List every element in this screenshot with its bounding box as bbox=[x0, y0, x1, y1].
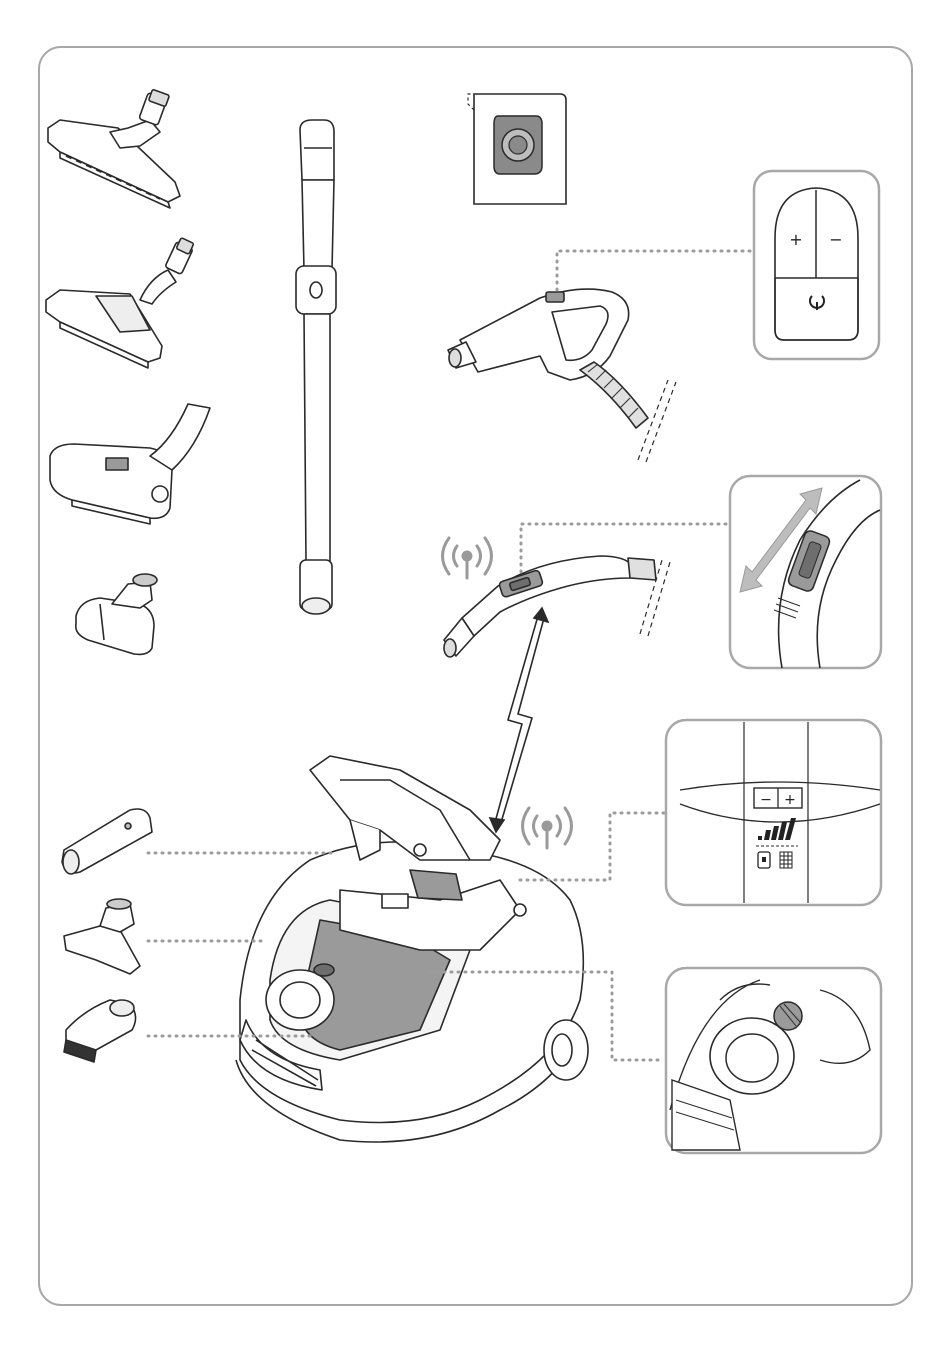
body-minus-label: − bbox=[760, 792, 772, 808]
dust-bag-icon bbox=[468, 94, 566, 204]
dusting-brush-icon bbox=[64, 1000, 136, 1062]
body-wireless-signal-icon bbox=[523, 808, 572, 848]
mini-turbo-icon bbox=[76, 574, 157, 654]
leader-body-panel bbox=[520, 813, 664, 880]
vacuum-cleaner-icon bbox=[236, 756, 588, 1142]
leader-handle-panel bbox=[557, 251, 752, 290]
handle-plus-label: + bbox=[789, 230, 802, 249]
handle-minus-label: − bbox=[829, 230, 842, 249]
inlet-detail-panel bbox=[666, 968, 881, 1153]
suction-regulator-icon bbox=[774, 1002, 802, 1030]
hose-handle-icon bbox=[448, 289, 676, 462]
wireless-handle-icon bbox=[444, 556, 670, 657]
upholstery-nozzle-icon bbox=[64, 899, 140, 974]
turbo-nozzle-icon bbox=[50, 404, 210, 524]
floor-nozzle-flat-icon bbox=[48, 89, 180, 208]
bag-indicator-icon bbox=[758, 852, 770, 868]
slider-detail-panel bbox=[730, 476, 881, 668]
floor-nozzle-combi-icon bbox=[46, 238, 194, 368]
wireless-signal-icon bbox=[443, 538, 492, 578]
crevice-tool-icon bbox=[62, 809, 152, 874]
wireless-link-arrow bbox=[490, 608, 548, 832]
body-control-panel: − + bbox=[666, 720, 881, 905]
telescopic-tube-icon bbox=[296, 120, 336, 614]
body-plus-label: + bbox=[784, 792, 796, 808]
filter-indicator-icon bbox=[780, 852, 792, 868]
handle-control-panel: + − bbox=[754, 171, 879, 359]
